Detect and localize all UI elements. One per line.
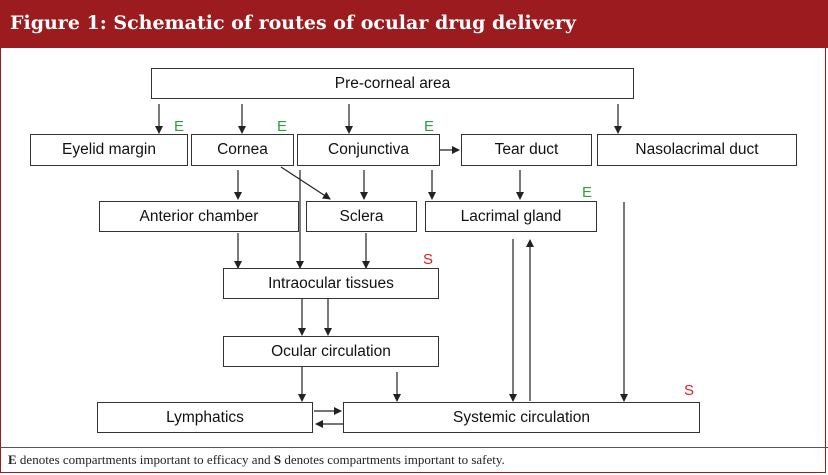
caption-s-letter: S	[273, 452, 282, 467]
efficacy-tag-cornea: E	[277, 118, 288, 135]
figure-caption: E denotes compartments important to effi…	[8, 452, 505, 468]
node-anterior-chamber: Anterior chamber	[99, 201, 299, 232]
efficacy-tag-conjunctiva: E	[424, 118, 435, 135]
node-ocular-circulation: Ocular circulation	[223, 336, 439, 367]
caption-e-letter: E	[8, 452, 17, 467]
node-intraocular-tissues: Intraocular tissues	[223, 268, 439, 299]
safety-tag-intraocular: S	[423, 251, 434, 268]
caption-e-text: denotes compartments important to effica…	[16, 452, 274, 467]
node-systemic-circulation: Systemic circulation	[343, 402, 700, 433]
figure-title: Figure 1: Schematic of routes of ocular …	[10, 12, 576, 34]
efficacy-tag-eyelid: E	[174, 118, 185, 135]
node-lacrimal-gland: Lacrimal gland	[425, 201, 597, 232]
node-eyelid-margin: Eyelid margin	[30, 134, 188, 166]
node-conjunctiva: Conjunctiva	[297, 134, 440, 166]
node-nasolacrimal-duct: Nasolacrimal duct	[597, 134, 797, 166]
caption-divider	[0, 447, 828, 448]
node-sclera: Sclera	[306, 201, 417, 232]
node-cornea: Cornea	[191, 134, 294, 166]
node-tear-duct: Tear duct	[461, 134, 592, 166]
safety-tag-systemic: S	[684, 382, 695, 399]
efficacy-tag-lacrimal: E	[582, 184, 593, 201]
node-lymphatics: Lymphatics	[97, 402, 313, 433]
caption-s-text: denotes compartments important to safety…	[281, 452, 505, 467]
title-bar: Figure 1: Schematic of routes of ocular …	[0, 0, 828, 48]
node-pre-corneal: Pre-corneal area	[151, 68, 634, 99]
arrow-cornea-to-sclera	[280, 166, 331, 200]
